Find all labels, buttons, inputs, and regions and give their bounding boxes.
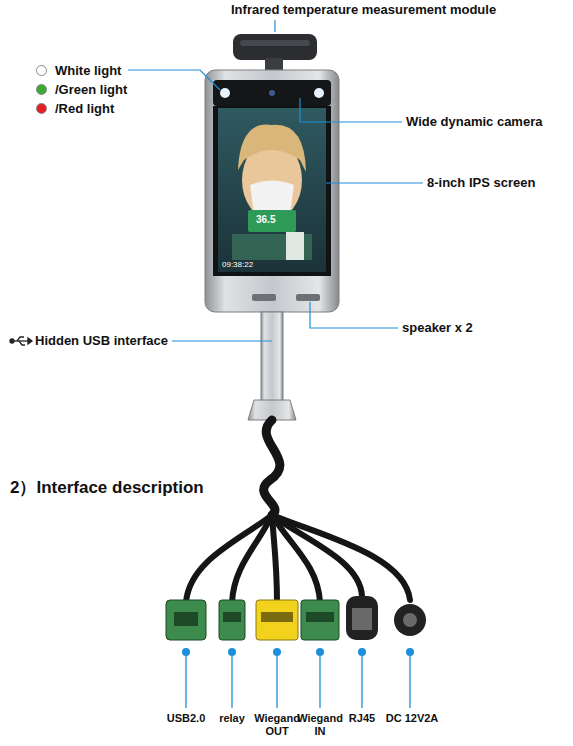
legend-item: White light [36,63,121,78]
part-label: 8-inch IPS screen [427,175,535,191]
legend-text: White light [55,63,121,78]
light-swatch [36,103,47,114]
legend-item: /Green light [36,82,127,97]
part-label: Wide dynamic camera [406,114,542,130]
screen-reading: 36.5 [256,214,275,226]
light-swatch [36,84,47,95]
port-label: DC 12V2A [382,712,442,725]
light-swatch [36,65,47,76]
port-label: USB2.0 [158,712,214,725]
part-label: speaker x 2 [402,320,473,336]
port-label: Wiegand IN [297,712,343,738]
legend-text: /Red light [55,101,114,116]
screen-clock: 09:38:22 [222,260,253,270]
port-label: relay [212,712,252,725]
port-label: Wiegand OUT [254,712,300,738]
port-label: RJ45 [342,712,382,725]
part-label: Hidden USB interface [35,333,168,349]
part-label: Infrared temperature measurement module [231,2,496,18]
legend-text: /Green light [55,82,127,97]
section-title: 2）Interface description [10,478,204,498]
legend-item: /Red light [36,101,114,116]
